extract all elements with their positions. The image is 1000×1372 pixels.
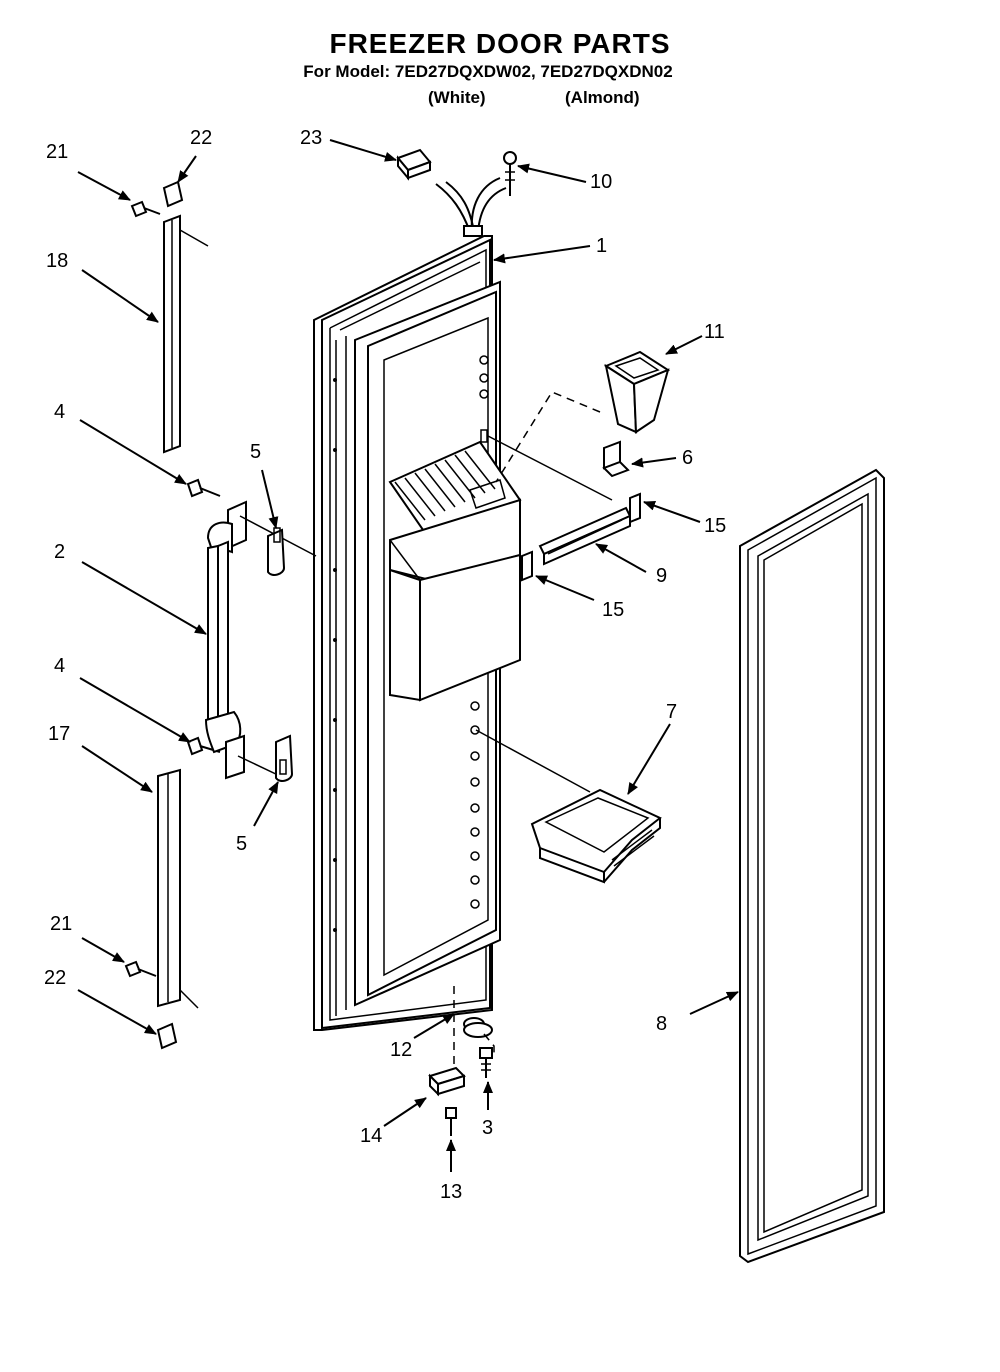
ice-chute-11 xyxy=(603,350,671,434)
drip-tray-7 xyxy=(530,788,662,884)
callout-6: 6 xyxy=(682,447,693,469)
callout-15-upper: 15 xyxy=(704,515,726,537)
end-cap-22-top xyxy=(162,180,184,208)
callout-17: 17 xyxy=(48,723,70,745)
end-piece-5-upper xyxy=(267,527,286,576)
diagram-title: FREEZER DOOR PARTS xyxy=(329,28,671,59)
hinge-bushing-12 xyxy=(463,1017,493,1038)
end-piece-5-lower xyxy=(275,734,294,782)
callout-7: 7 xyxy=(666,701,677,723)
rail-9 xyxy=(538,506,632,566)
clip-15-upper xyxy=(629,492,641,524)
callout-3: 3 xyxy=(482,1117,493,1139)
callout-9: 9 xyxy=(656,565,667,587)
trim-18-upper xyxy=(163,214,209,454)
callout-4-upper: 4 xyxy=(54,401,65,423)
dispenser-housing xyxy=(388,440,522,702)
trim-17-lower xyxy=(157,768,199,1009)
callout-4-lower: 4 xyxy=(54,655,65,677)
callout-14: 14 xyxy=(360,1125,382,1147)
leader-bracket xyxy=(487,435,613,501)
variant-almond-label: (Almond) xyxy=(565,88,640,107)
callout-11: 11 xyxy=(704,321,725,343)
end-cap-22-bottom xyxy=(156,1022,178,1050)
callout-8: 8 xyxy=(656,1013,667,1035)
clip-15-lower xyxy=(521,550,533,582)
screw-21-top xyxy=(130,200,161,218)
screw-4-upper xyxy=(186,478,221,498)
callout-5-lower: 5 xyxy=(236,833,247,855)
wire-harness xyxy=(435,177,507,237)
screw-21-bottom xyxy=(124,960,157,978)
callout-21-bottom: 21 xyxy=(50,913,72,935)
bracket-6 xyxy=(602,440,630,478)
connector-23 xyxy=(396,148,432,181)
leader-dashed-chute xyxy=(495,391,601,483)
callout-13: 13 xyxy=(440,1181,462,1203)
callout-22-bottom: 22 xyxy=(44,967,66,989)
callout-22-top: 22 xyxy=(190,127,212,149)
callout-12: 12 xyxy=(390,1039,412,1061)
callout-18: 18 xyxy=(46,250,68,272)
door-gasket-8 xyxy=(739,468,885,1264)
leader-dashed-screw-3 xyxy=(483,1033,495,1056)
callout-10: 10 xyxy=(590,171,612,193)
callout-2: 2 xyxy=(54,541,65,563)
callout-5-upper: 5 xyxy=(250,441,261,463)
callout-23: 23 xyxy=(300,127,322,149)
screw-10 xyxy=(503,151,517,196)
leader-arrows xyxy=(77,139,739,1172)
screw-3 xyxy=(479,1047,493,1078)
callout-1: 1 xyxy=(596,235,607,257)
callout-21-top: 21 xyxy=(46,141,68,163)
screw-13 xyxy=(445,1107,457,1136)
hinge-14 xyxy=(428,1066,466,1097)
model-line: For Model: 7ED27DQXDW02, 7ED27DQXDN02 xyxy=(303,62,673,81)
variant-white-label: (White) xyxy=(428,88,486,107)
callout-15-lower: 15 xyxy=(602,599,624,621)
door-handle-2 xyxy=(204,500,317,780)
leader-tray xyxy=(475,729,591,793)
